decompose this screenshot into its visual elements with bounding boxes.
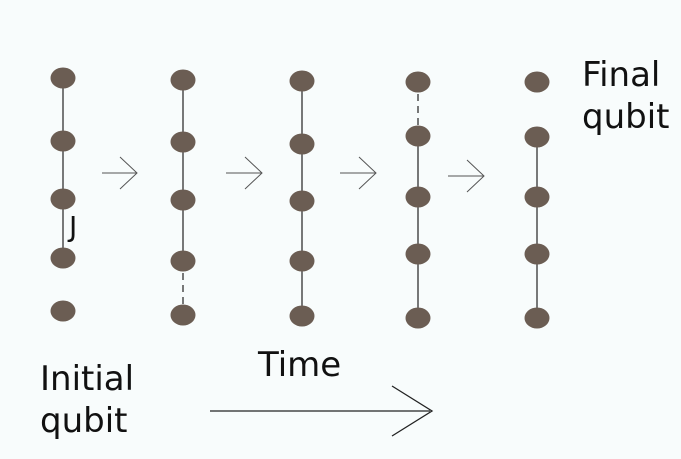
qubit-node (170, 250, 196, 272)
qubit-node (524, 186, 550, 208)
qubit-chain-3 (289, 70, 315, 327)
qubit-node (50, 67, 76, 89)
qubit-node (50, 188, 76, 210)
step-arrow (226, 156, 263, 190)
qubit-node (289, 190, 315, 212)
qubit-node (405, 243, 431, 265)
time-arrow (210, 385, 434, 437)
qubit-node (289, 70, 315, 92)
initial-label-line1: Initial (40, 359, 135, 399)
qubit-node (50, 130, 76, 152)
qubit-node (405, 71, 431, 93)
initial-qubit-label: Initial qubit (40, 358, 134, 442)
qubit-chain-1 (50, 67, 76, 322)
initial-label-line2: qubit (40, 401, 128, 441)
coupling-label: J (69, 210, 78, 243)
qubit-chain-5 (524, 71, 550, 329)
qubit-node (405, 307, 431, 329)
qubit-node (289, 133, 315, 155)
qubit-node (524, 71, 550, 93)
final-label-line2: qubit (582, 97, 670, 137)
qubit-node (170, 69, 196, 91)
final-qubit-label: Final qubit (582, 54, 670, 138)
step-arrow (448, 159, 485, 193)
qubit-node (170, 189, 196, 211)
qubit-node (289, 250, 315, 272)
step-arrow (102, 156, 138, 190)
qubit-node (289, 305, 315, 327)
step-arrow (340, 156, 377, 190)
qubit-node (524, 243, 550, 265)
qubit-node (524, 126, 550, 148)
qubit-node (170, 131, 196, 153)
time-label: Time (258, 345, 342, 385)
qubit-node (405, 125, 431, 147)
qubit-node (405, 186, 431, 208)
qubit-node (170, 304, 196, 326)
qubit-node (50, 300, 76, 322)
final-label-line1: Final (582, 55, 661, 95)
qubit-chain-2 (170, 69, 196, 326)
qubit-node (50, 247, 76, 269)
qubit-node (524, 307, 550, 329)
qubit-chain-4 (405, 71, 431, 329)
